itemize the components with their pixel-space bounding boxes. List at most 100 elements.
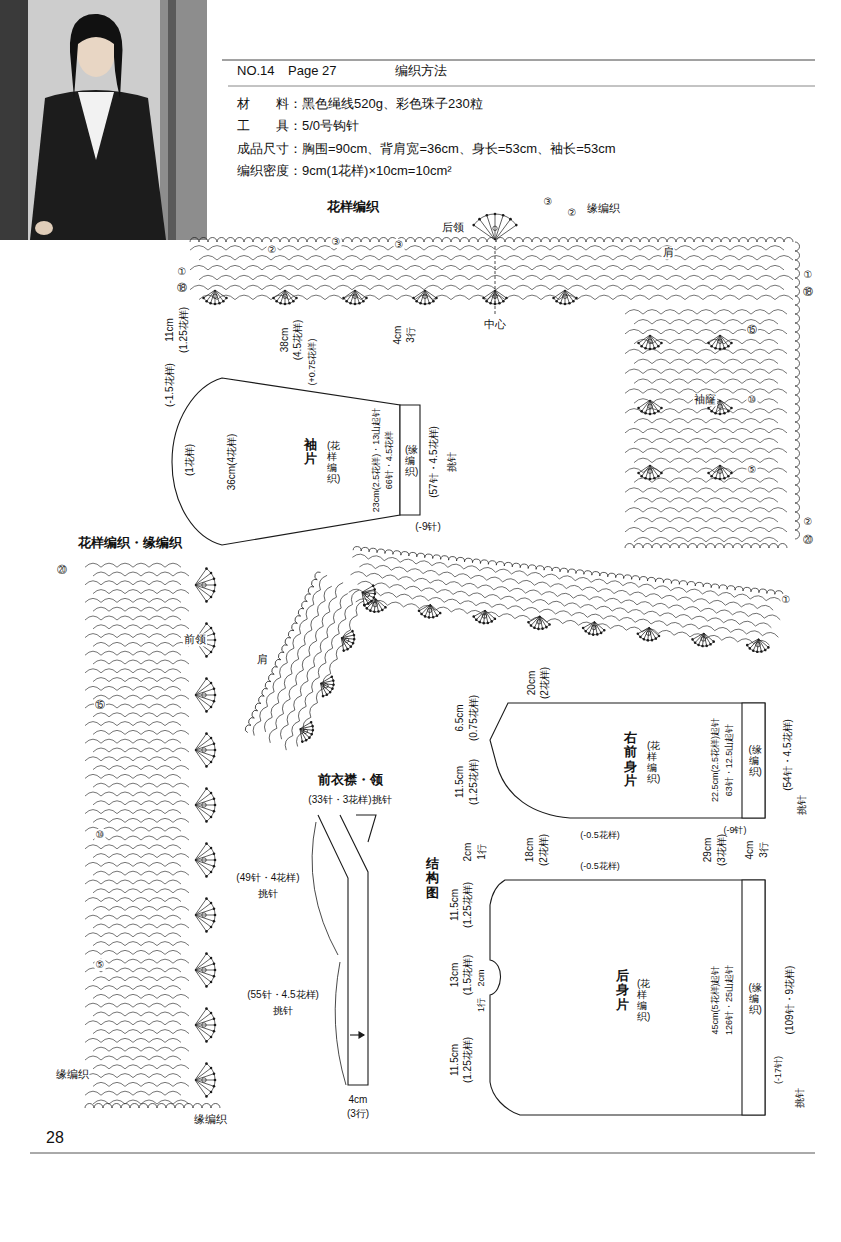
annotation-label: 1行 [476, 998, 487, 1012]
chain-mesh [93, 695, 189, 699]
bead [418, 609, 421, 612]
shell-spokes [195, 844, 215, 877]
chain-mesh [93, 590, 189, 594]
bead [707, 342, 710, 345]
annotation-label: (54针・4.5花样) [782, 719, 794, 791]
bead [415, 300, 418, 303]
annotation-label: 18cm [524, 838, 536, 862]
pickup-bracket [335, 962, 346, 1085]
chain-mesh [85, 792, 181, 796]
annotation-label: ⑱ [176, 282, 188, 294]
annotation-label: 6.5cm [454, 704, 466, 731]
bead [697, 644, 700, 647]
page-title: 编织方法 [395, 63, 447, 79]
bead [493, 226, 497, 230]
shell-stitch [417, 603, 442, 620]
annotation-label: (-0.5花样) [580, 861, 620, 872]
bead [596, 633, 599, 636]
bead [714, 477, 717, 480]
chain-mesh [85, 950, 181, 954]
chain-mesh [625, 527, 787, 532]
bead [658, 634, 661, 637]
bead [640, 345, 643, 348]
bead [353, 294, 357, 298]
annotation-label: 2cm [462, 843, 474, 862]
annotation-label: (-9针) [724, 825, 747, 836]
bead [210, 761, 213, 764]
footer-rule [30, 1153, 815, 1154]
bead [202, 693, 206, 697]
bead [653, 477, 656, 480]
annotation-label: 中心 [483, 318, 507, 331]
annotation-label: 前领 [183, 633, 207, 646]
bead [214, 1079, 217, 1082]
arrow-head [359, 1032, 364, 1038]
shell-spokes [195, 954, 215, 987]
bead [205, 300, 208, 303]
bead [365, 607, 368, 610]
bead [723, 412, 726, 415]
shell-spokes [364, 598, 387, 613]
bead [541, 627, 544, 630]
section-heading: 前衣襟・领 [318, 772, 383, 788]
shell-spokes [709, 335, 732, 349]
shell-stitch [195, 1062, 216, 1097]
bead [423, 294, 427, 298]
bead [213, 797, 216, 800]
annotation-label: 材 料：黑色绳线520g、彩色珠子230粒 [237, 96, 483, 112]
bead [205, 875, 208, 878]
shell-spokes [554, 290, 577, 304]
chain-mesh [625, 409, 787, 414]
shell-stitch [295, 718, 318, 746]
annotation-label: ⑤ [747, 464, 758, 476]
wall [160, 0, 207, 240]
bead [202, 858, 206, 862]
bead [369, 609, 372, 612]
bead [210, 902, 213, 905]
bead [331, 687, 334, 690]
annotation-label: 13cm [449, 963, 461, 987]
chain-mesh [93, 854, 189, 858]
bead [213, 645, 216, 648]
shell-stitch [342, 290, 368, 305]
bead [439, 612, 442, 615]
shell-stitch [707, 465, 733, 480]
bead [279, 302, 282, 305]
bead [210, 816, 213, 819]
annotation-label: (4.5花样) [292, 320, 304, 361]
annotation-label: ⑩ [95, 829, 106, 841]
bead [642, 638, 645, 641]
chain-mesh [634, 339, 778, 344]
annotation-label: ① [803, 269, 814, 281]
bead [202, 297, 205, 300]
header-rule [228, 86, 815, 87]
annotation-label: 挑针 [258, 888, 278, 900]
bead [210, 1012, 213, 1015]
chain-mesh [85, 722, 181, 726]
bead [644, 477, 647, 480]
annotation-label: 缘编织 [55, 1068, 90, 1081]
section-heading: 花样编织 [327, 199, 379, 215]
annotation-label: 45cm(5花样)起针 [710, 965, 721, 1034]
bead [325, 693, 328, 696]
bead [746, 644, 749, 647]
bead [568, 302, 571, 305]
shell-spokes [474, 214, 517, 240]
bead [412, 297, 415, 300]
bead [218, 302, 221, 305]
bead [330, 675, 333, 678]
shell-stitch [362, 598, 387, 615]
shell-stitch [195, 732, 216, 767]
shell-stitch [316, 672, 339, 700]
bead [295, 297, 298, 300]
annotation-label: 挑针 [273, 1005, 293, 1017]
shell-spokes [195, 734, 215, 767]
piece-outline-path [400, 405, 420, 515]
chain-mesh [93, 1047, 189, 1051]
shell-stitch [745, 638, 770, 655]
bead [591, 625, 596, 630]
annotation-label: 11.5cm [454, 766, 466, 798]
bead [213, 687, 216, 690]
bead [718, 339, 722, 343]
chain-mesh [93, 607, 189, 611]
